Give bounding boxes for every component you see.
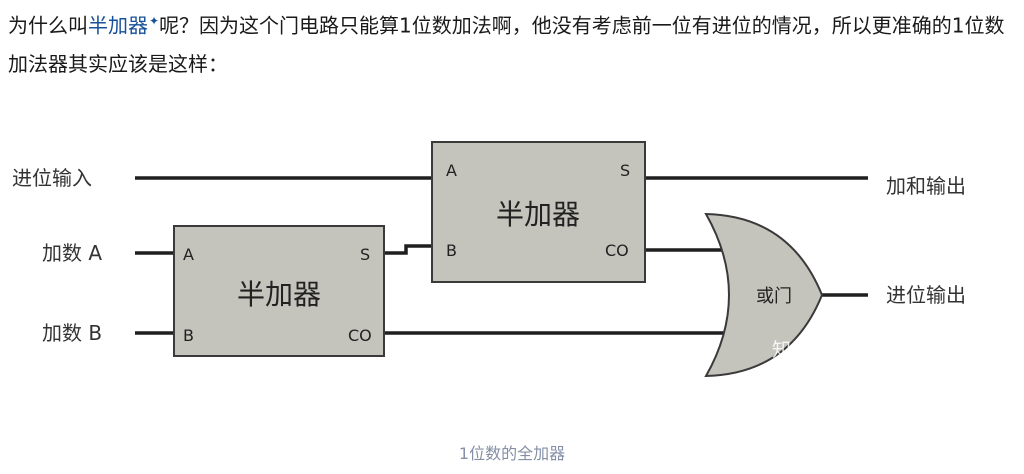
half-adder-top-box	[431, 141, 646, 283]
label-add-b: 加数 B	[42, 321, 102, 345]
intro-text-before: 为什么叫	[8, 13, 88, 38]
or-gate-label: 或门	[756, 286, 792, 307]
half-adder-bottom-title: 半加器	[237, 278, 321, 311]
half-adder-top-title: 半加器	[496, 198, 580, 231]
right-labels: 加和输出 进位输出	[886, 174, 966, 307]
left-labels: 进位输入 加数 A 加数 B	[12, 166, 102, 345]
label-carry-out: 进位输出	[886, 283, 966, 307]
sparkle-icon[interactable]: ✦	[149, 14, 160, 28]
top-pin-b: B	[446, 241, 457, 260]
wires	[135, 176, 868, 335]
wire-s-to-b	[384, 244, 432, 255]
half-adder-link[interactable]: 半加器	[88, 13, 148, 38]
full-adder-diagram: A B S CO 半加器 A B S CO 半加器 或门 进位输入 加数 A 加…	[12, 141, 966, 378]
top-pin-s: S	[620, 161, 630, 180]
intro-text-after: 呢？因为这个门电路只能算1位数加法啊，他没有考虑前一位有进位的情况，所以更准确的…	[8, 13, 1005, 76]
top-pin-co: CO	[605, 241, 629, 260]
bottom-pin-s: S	[360, 245, 370, 264]
label-sum-out: 加和输出	[886, 174, 966, 198]
label-add-a: 加数 A	[42, 241, 102, 265]
full-adder-figure: A B S CO 半加器 A B S CO 半加器 或门 进位输入 加数 A 加…	[0, 128, 1024, 390]
figure-caption: 1位数的全加器	[458, 444, 566, 463]
label-carry-in: 进位输入	[12, 166, 92, 190]
bottom-pin-co: CO	[348, 326, 372, 345]
half-adder-bottom-box	[173, 225, 385, 357]
or-gate-shape	[704, 212, 824, 378]
intro-paragraph: 为什么叫半加器✦呢？因为这个门电路只能算1位数加法啊，他没有考虑前一位有进位的情…	[8, 2, 1013, 83]
zhihu-watermark: 知乎 @闪客sun	[772, 339, 907, 361]
bottom-pin-a: A	[183, 245, 194, 264]
bottom-pin-b: B	[183, 326, 194, 345]
top-pin-a: A	[446, 161, 457, 180]
